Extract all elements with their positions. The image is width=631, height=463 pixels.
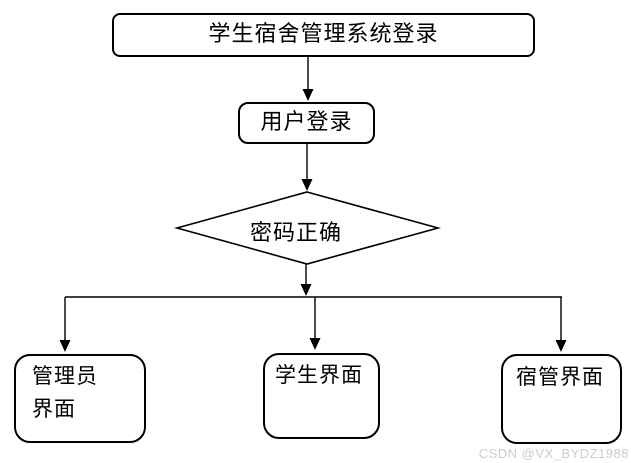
node-decision-label: 密码正确: [249, 221, 342, 246]
node-dorm-label: 宿管界面: [516, 365, 604, 389]
decision-diamond-shape: [174, 191, 442, 265]
arrowhead-branch-dorm: [555, 340, 567, 352]
node-login: 用户登录: [238, 102, 375, 144]
node-start: 学生宿舍管理系统登录: [112, 13, 535, 57]
watermark-text: CSDN @VX_BYDZ1988: [478, 446, 629, 461]
node-admin-label: 管理员 界面: [32, 364, 98, 421]
arrowhead-branch-student: [309, 338, 321, 350]
node-login-label: 用户登录: [260, 110, 353, 136]
node-admin: 管理员 界面: [14, 354, 146, 443]
arrowhead-decision-branch: [300, 284, 312, 296]
arrowhead-login-decision: [301, 179, 313, 191]
node-dorm: 宿管界面: [501, 354, 622, 444]
arrowhead-start-login: [302, 89, 314, 101]
node-start-label: 学生宿舍管理系统登录: [208, 22, 439, 48]
arrowhead-branch-admin: [59, 340, 71, 352]
node-student: 学生界面: [263, 353, 380, 439]
node-student-label: 学生界面: [275, 363, 363, 387]
